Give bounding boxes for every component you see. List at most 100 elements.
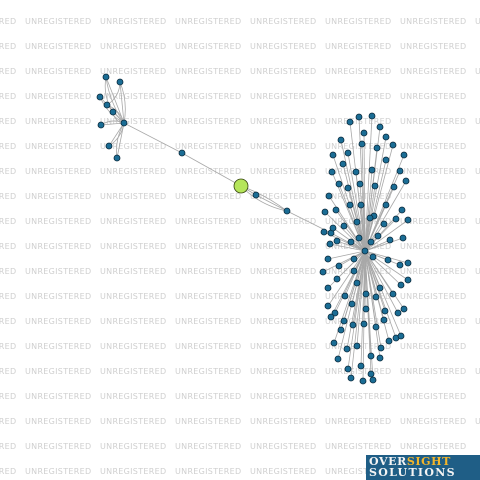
graph-node xyxy=(360,129,368,137)
graph-node xyxy=(396,167,404,175)
watermark-text: UNREGISTERED xyxy=(100,117,167,126)
graph-node xyxy=(347,374,355,382)
graph-node xyxy=(356,180,364,188)
graph-node xyxy=(399,234,407,242)
watermark-text: UNREGISTERED xyxy=(400,417,467,426)
watermark-text: UNREGISTERED xyxy=(175,67,242,76)
watermark-text: UNREGISTERED xyxy=(100,417,167,426)
watermark-text: UNREGISTERED xyxy=(175,42,242,51)
watermark-text: UNREGISTERED xyxy=(0,17,17,26)
graph-edge xyxy=(364,215,375,252)
watermark-text: UNREGISTERED xyxy=(0,317,17,326)
watermark-text: UNREGISTERED xyxy=(175,367,242,376)
watermark-text: UNREGISTERED xyxy=(175,342,242,351)
graph-node xyxy=(329,151,337,159)
graph-node xyxy=(380,220,388,228)
graph-hub-node xyxy=(361,247,369,255)
watermark-text: UNREGISTERED xyxy=(175,142,242,151)
graph-node xyxy=(321,208,329,216)
graph-node xyxy=(348,300,356,308)
graph-edge xyxy=(347,152,366,252)
graph-node xyxy=(360,320,368,328)
watermark-text: UNREGISTERED xyxy=(250,292,317,301)
graph-edge xyxy=(364,250,399,314)
watermark-text: UNREGISTERED xyxy=(100,467,167,476)
graph-node xyxy=(333,275,341,283)
watermark-text: UNREGISTERED xyxy=(175,192,242,201)
graph-node xyxy=(389,290,397,298)
oversight-solutions-logo: OVERSIGHT SOLUTIONS xyxy=(366,455,480,480)
watermark-text: UNREGISTERED xyxy=(0,417,17,426)
watermark-text: UNREGISTERED xyxy=(175,292,242,301)
graph-node xyxy=(319,268,327,276)
watermark-text: UNREGISTERED xyxy=(25,367,92,376)
watermark-text: UNREGISTERED xyxy=(100,267,167,276)
watermark-text: UNREGISTERED xyxy=(325,442,392,451)
watermark-text: UNREGISTERED xyxy=(400,142,467,151)
graph-node xyxy=(382,201,390,209)
watermark-text: UNREGISTERED xyxy=(0,242,17,251)
watermark-text: UNREGISTERED xyxy=(100,67,167,76)
graph-node xyxy=(390,183,398,191)
graph-node xyxy=(327,313,335,321)
graph-edge xyxy=(364,250,405,310)
graph-node xyxy=(109,108,117,116)
graph-node xyxy=(113,154,121,162)
watermark-text: UNREGISTERED xyxy=(475,117,480,126)
watermark-text: UNREGISTERED xyxy=(400,117,467,126)
graph-edge xyxy=(350,250,366,379)
graph-node xyxy=(343,345,351,353)
graph-node xyxy=(362,305,370,313)
watermark-text: UNREGISTERED xyxy=(25,292,92,301)
watermark-text: UNREGISTERED xyxy=(175,242,242,251)
graph-node xyxy=(337,326,345,334)
graph-edge xyxy=(362,250,366,382)
graph-node xyxy=(398,206,406,214)
watermark-text: UNREGISTERED xyxy=(475,167,480,176)
graph-node xyxy=(386,236,394,244)
graph-node xyxy=(355,234,363,242)
graph-node xyxy=(337,136,345,144)
watermark-text: UNREGISTERED xyxy=(400,392,467,401)
watermark-text: UNREGISTERED xyxy=(325,117,392,126)
watermark-text: UNREGISTERED xyxy=(250,67,317,76)
graph-edge xyxy=(364,237,404,252)
watermark-text: UNREGISTERED xyxy=(25,17,92,26)
watermark-text: UNREGISTERED xyxy=(25,192,92,201)
graph-node xyxy=(347,238,355,246)
watermark-text: UNREGISTERED xyxy=(0,167,17,176)
graph-node xyxy=(341,292,349,300)
graph-edge xyxy=(347,250,366,370)
graph-edge xyxy=(329,243,366,252)
graph-node xyxy=(380,316,388,324)
graph-node xyxy=(339,160,347,168)
watermark-text: UNREGISTERED xyxy=(25,167,92,176)
graph-node xyxy=(324,302,332,310)
edges xyxy=(99,76,409,382)
graph-node xyxy=(355,113,363,121)
graph-edge xyxy=(364,250,402,337)
watermark-text: UNREGISTERED xyxy=(250,92,317,101)
watermark-text: UNREGISTERED xyxy=(400,192,467,201)
graph-node xyxy=(369,376,377,384)
watermark-text: UNREGISTERED xyxy=(475,417,480,426)
graph-node xyxy=(330,339,338,347)
watermark-text: UNREGISTERED xyxy=(325,417,392,426)
watermark-text: UNREGISTERED xyxy=(400,42,467,51)
watermark-text: UNREGISTERED xyxy=(0,467,17,476)
watermark-text: UNREGISTERED xyxy=(250,42,317,51)
watermark-text: UNREGISTERED xyxy=(400,292,467,301)
watermark-text: UNREGISTERED xyxy=(0,92,17,101)
graph-edge xyxy=(356,250,366,347)
watermark-text: UNREGISTERED xyxy=(0,42,17,51)
graph-node xyxy=(350,267,358,275)
watermark-text: UNREGISTERED xyxy=(25,342,92,351)
graph-node xyxy=(368,112,376,120)
watermark-text: UNREGISTERED xyxy=(100,142,167,151)
watermark-text: UNREGISTERED xyxy=(25,317,92,326)
graph-edge xyxy=(361,143,366,252)
graph-edge xyxy=(108,122,125,147)
graph-node xyxy=(340,222,348,230)
